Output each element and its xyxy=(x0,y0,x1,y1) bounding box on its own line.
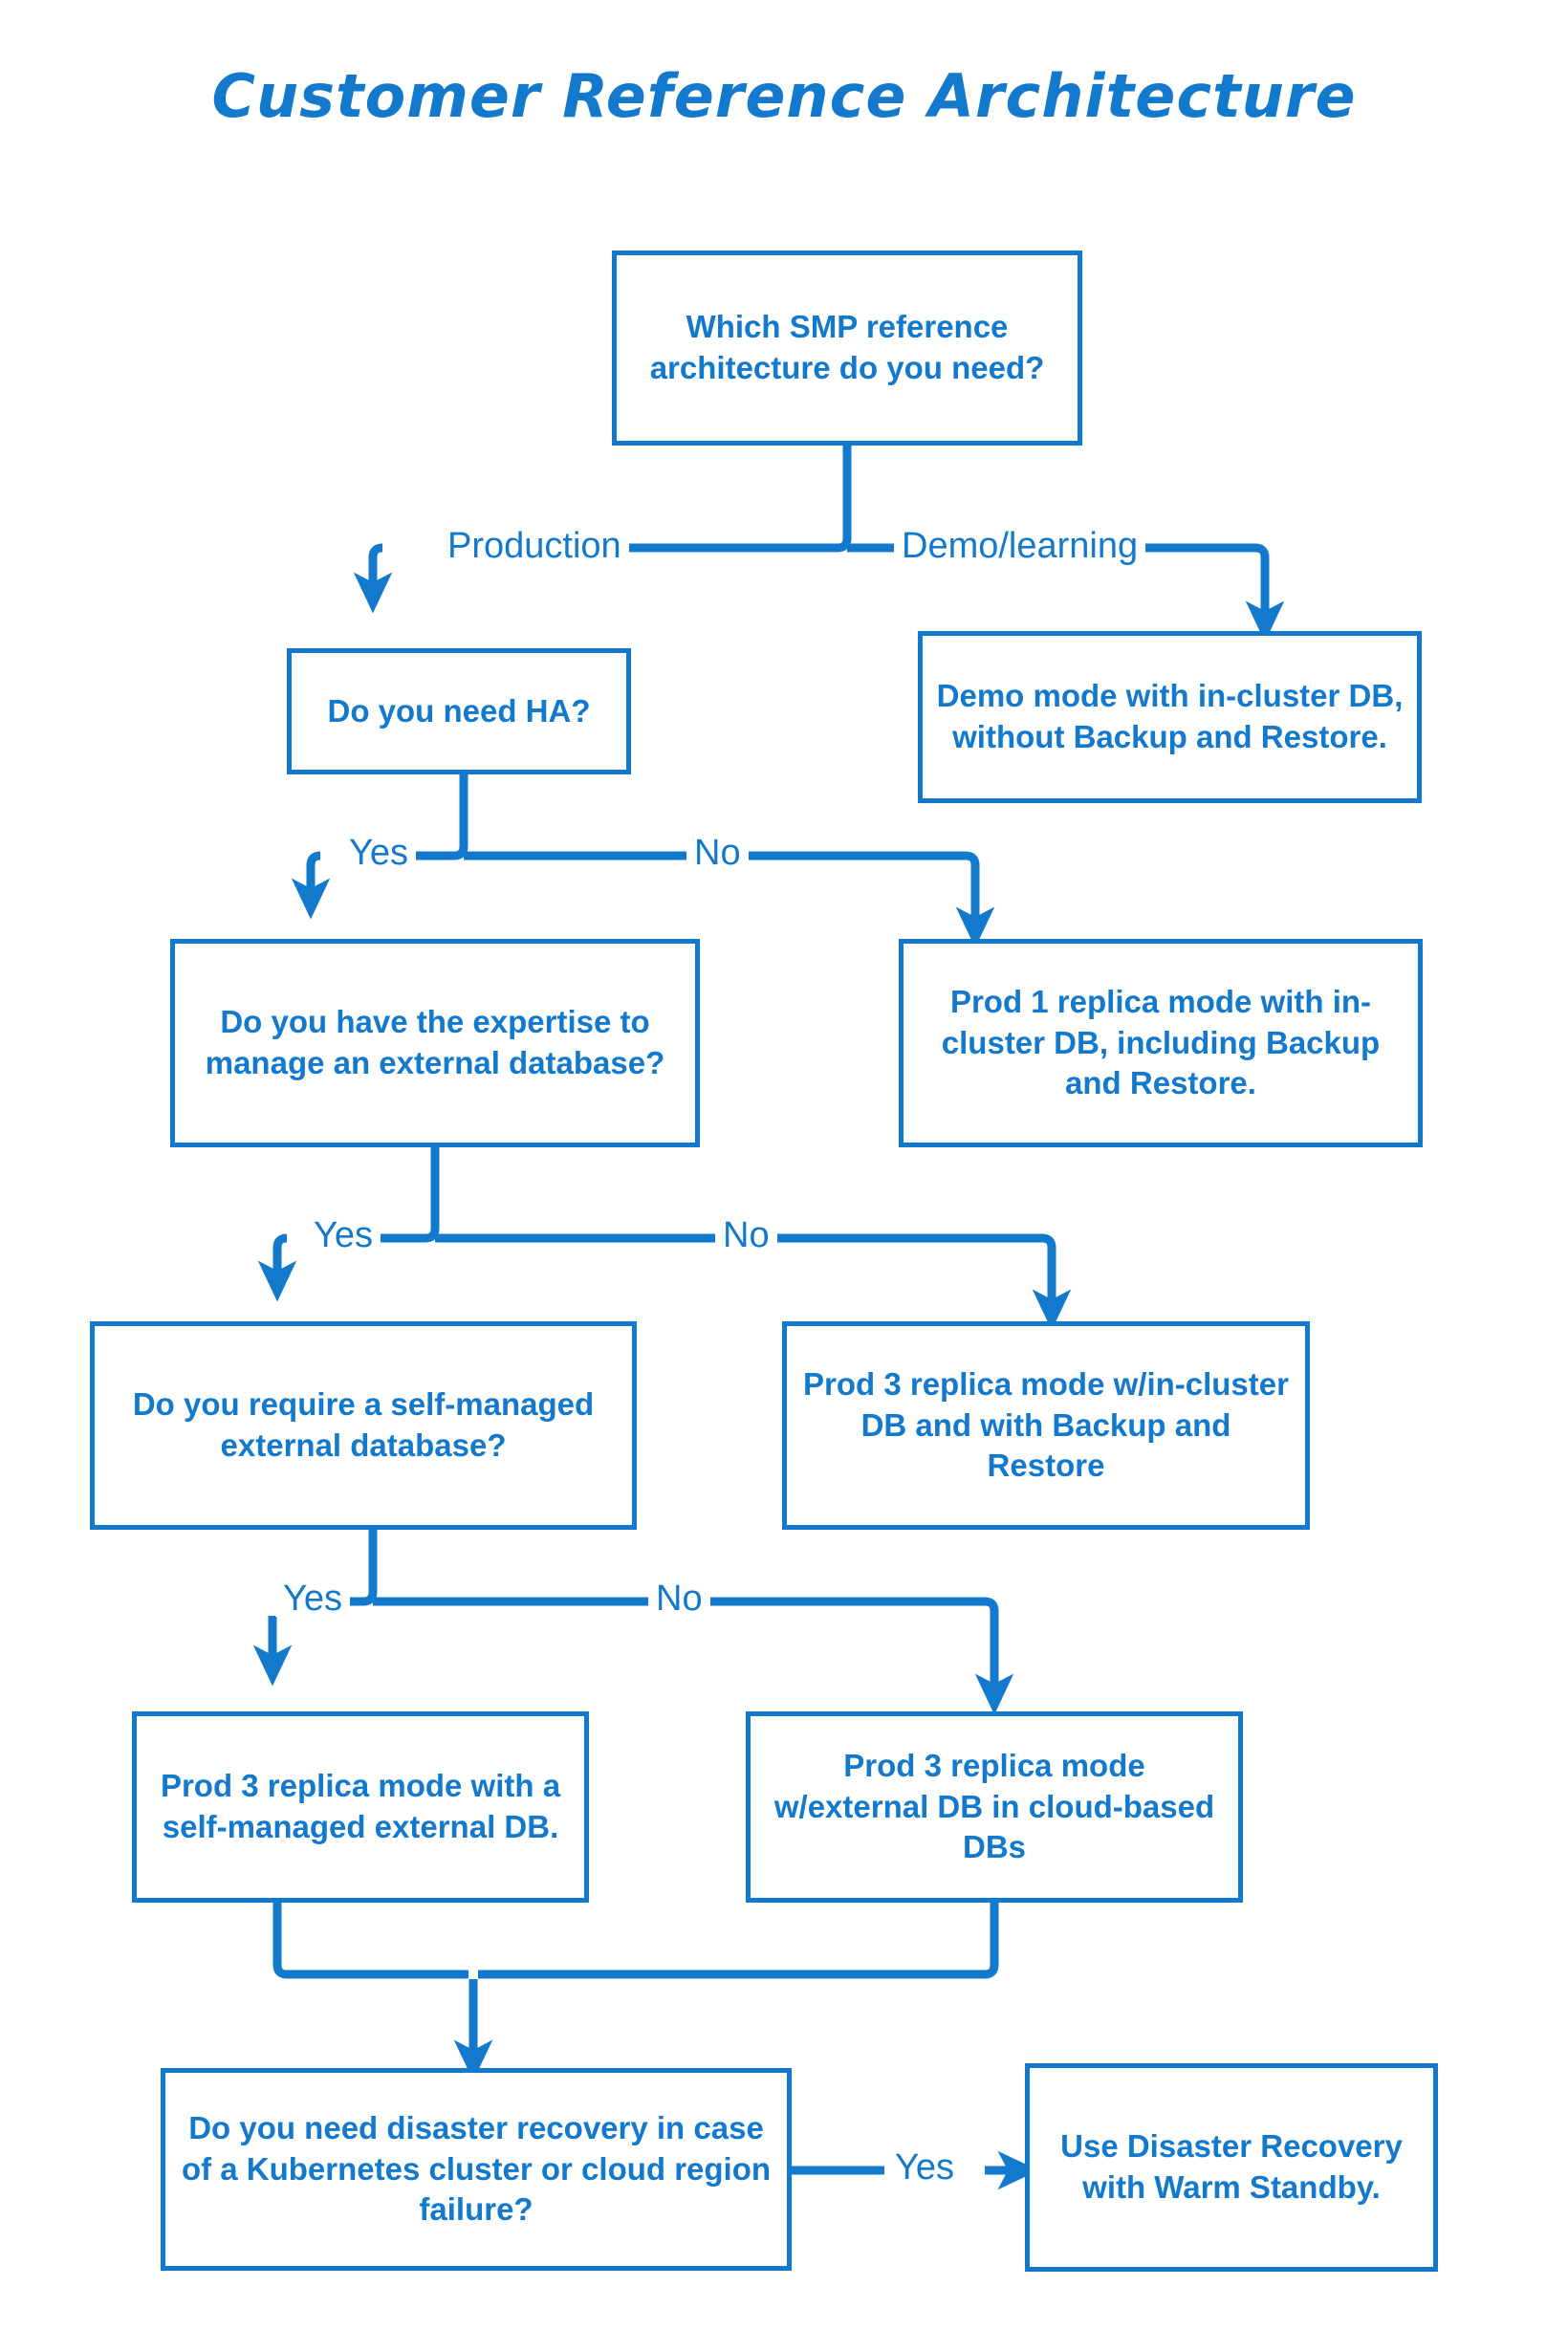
node-label: Use Disaster Recovery with Warm Standby. xyxy=(1060,2128,1403,2205)
edge-label-expertise-yes: Yes xyxy=(306,1217,381,1253)
edge-prod3self-merge xyxy=(272,1903,468,1979)
node-label: Prod 3 replica mode w/in-cluster DB and … xyxy=(803,1365,1289,1484)
edge-label-self-yes: Yes xyxy=(275,1580,350,1617)
node-prod-1-replica-mode[interactable]: Prod 1 replica mode with in-cluster DB, … xyxy=(899,939,1423,1147)
edge-label-ha-no: No xyxy=(686,835,749,871)
arrow-to-ha xyxy=(353,543,393,614)
node-prod-3-replica-in-cluster-db[interactable]: Prod 3 replica mode w/in-cluster DB and … xyxy=(782,1321,1310,1530)
edge-label-expertise-no: No xyxy=(715,1217,777,1253)
edge-prod3cloud-merge xyxy=(478,1903,999,1979)
page-title: Customer Reference Architecture xyxy=(211,61,1357,131)
edge-label-self-no: No xyxy=(648,1580,710,1617)
node-label: Do you require a self-managed external d… xyxy=(132,1386,595,1463)
node-label: Demo mode with in-cluster DB, without Ba… xyxy=(936,678,1404,754)
node-label: Do you need disaster recovery in case of… xyxy=(181,2109,772,2228)
node-use-disaster-recovery-warm-standby[interactable]: Use Disaster Recovery with Warm Standby. xyxy=(1025,2063,1438,2272)
arrow-to-expertise xyxy=(291,851,331,920)
node-label: Prod 1 replica mode with in-cluster DB, … xyxy=(941,983,1381,1101)
node-prod-3-replica-cloud-based-dbs[interactable]: Prod 3 replica mode w/external DB in clo… xyxy=(746,1711,1243,1903)
arrow-to-selfmanaged xyxy=(257,1233,297,1302)
edge-label-ha-yes: Yes xyxy=(341,835,416,871)
node-label: Do you have the expertise to manage an e… xyxy=(205,1004,665,1080)
node-require-self-managed-external-database[interactable]: Do you require a self-managed external d… xyxy=(90,1321,637,1530)
edge-label-dr-yes: Yes xyxy=(887,2149,962,2186)
node-need-disaster-recovery[interactable]: Do you need disaster recovery in case of… xyxy=(161,2068,792,2271)
node-prod-3-replica-self-managed-external-db[interactable]: Prod 3 replica mode with a self-managed … xyxy=(132,1711,589,1903)
edge-label-demo-learning: Demo/learning xyxy=(894,528,1146,564)
node-label: Prod 3 replica mode with a self-managed … xyxy=(160,1768,561,1844)
node-label: Which SMP reference architecture do you … xyxy=(649,309,1045,385)
node-demo-mode-in-cluster-db[interactable]: Demo mode with in-cluster DB, without Ba… xyxy=(918,631,1422,803)
edge-label-production: Production xyxy=(440,528,629,564)
node-label: Prod 3 replica mode w/external DB in clo… xyxy=(773,1747,1215,1865)
node-label: Do you need HA? xyxy=(327,692,591,729)
node-expertise-external-database[interactable]: Do you have the expertise to manage an e… xyxy=(170,939,700,1147)
node-do-you-need-ha[interactable]: Do you need HA? xyxy=(287,648,631,774)
node-which-smp-reference-architecture[interactable]: Which SMP reference architecture do you … xyxy=(612,250,1082,446)
